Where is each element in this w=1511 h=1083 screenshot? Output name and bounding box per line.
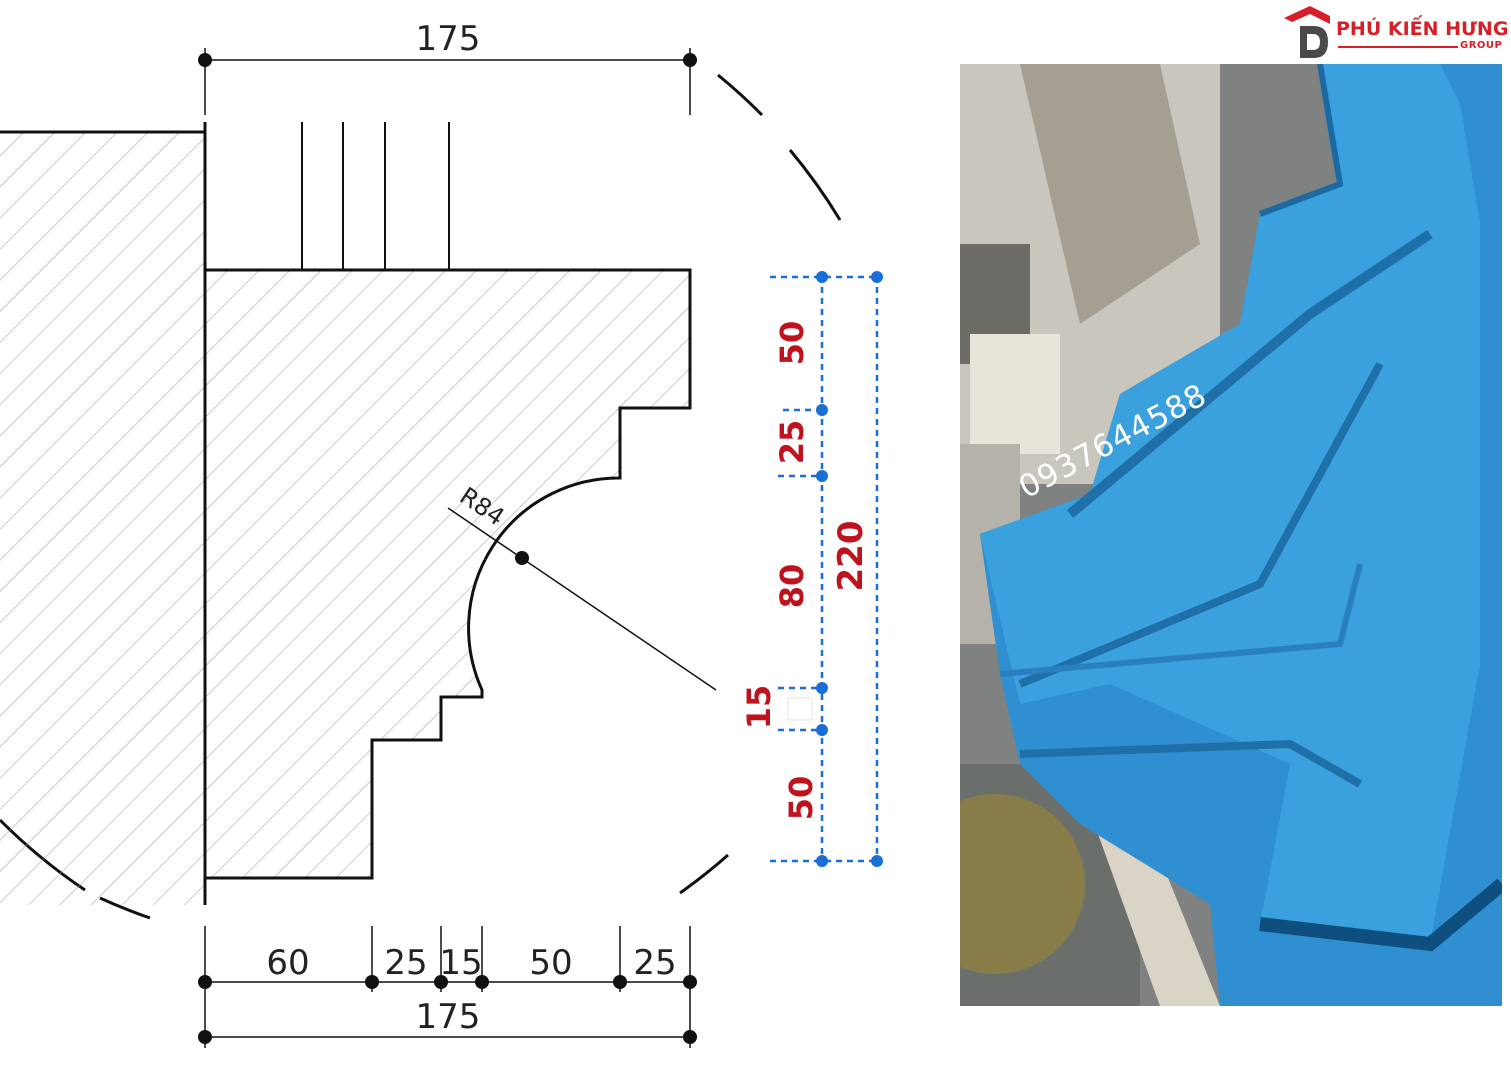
profile-segment-4: 15 bbox=[740, 685, 778, 730]
mold-illustration bbox=[960, 64, 1502, 1006]
bottom-segment-2: 25 bbox=[384, 943, 427, 983]
bottom-segment-3: 15 bbox=[439, 943, 482, 983]
profile-segment-5: 50 bbox=[782, 776, 820, 821]
bottom-segment-5: 25 bbox=[633, 943, 676, 983]
bottom-segment-4: 50 bbox=[529, 943, 572, 983]
profile-dimension-points bbox=[816, 271, 883, 867]
radius-leader: R84 bbox=[447, 482, 717, 691]
brand-subtitle: GROUP bbox=[1460, 40, 1503, 51]
top-dimension: 175 bbox=[198, 19, 697, 115]
top-dimension-label: 175 bbox=[416, 19, 481, 59]
bottom-segment-1: 60 bbox=[266, 943, 309, 983]
wall-section bbox=[0, 122, 207, 905]
bottom-total-label: 175 bbox=[416, 997, 481, 1037]
profile-segment-1: 50 bbox=[773, 321, 811, 366]
reference-lines bbox=[301, 122, 450, 270]
technical-drawing: R84 175 60 25 15 50 25 175 bbox=[0, 19, 883, 1048]
brand-logo: PHÚ KIẾN HƯNG GROUP bbox=[1280, 4, 1508, 62]
brand-name: PHÚ KIẾN HƯNG bbox=[1336, 18, 1509, 40]
profile-dimension-guides bbox=[770, 275, 879, 863]
cornice-profile bbox=[203, 268, 692, 880]
bottom-dimension-ticks bbox=[198, 975, 697, 1044]
logo-mark-icon bbox=[1284, 6, 1330, 58]
brand-rule bbox=[1338, 46, 1458, 48]
product-photo bbox=[960, 64, 1502, 1006]
profile-total: 220 bbox=[831, 521, 871, 592]
profile-segment-2: 25 bbox=[773, 420, 811, 465]
profile-segment-3: 80 bbox=[773, 564, 811, 609]
